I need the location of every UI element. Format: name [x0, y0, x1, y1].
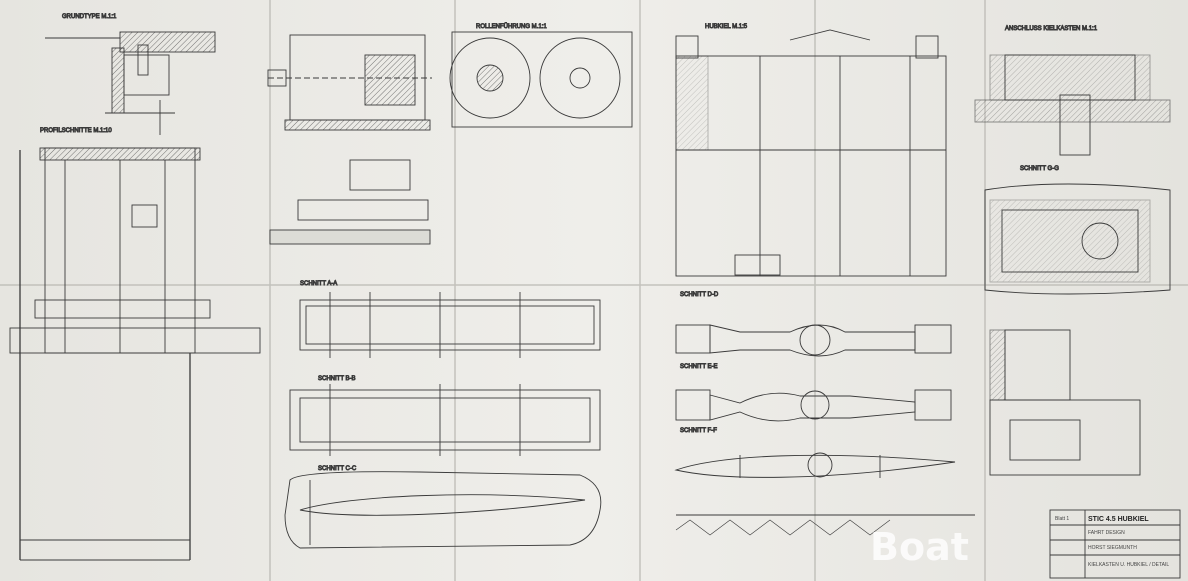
label-section-dd: SCHNITT D-D [680, 292, 719, 298]
section-ff: SCHNITT F-F [674, 428, 956, 478]
keel-case-elevation: PROFILSCHNITTE M.1:10 [9, 128, 261, 561]
dimension-line [675, 514, 975, 536]
section-aa: SCHNITT A-A [299, 281, 601, 358]
label-hubkiel: HUBKIEL M.1:5 [705, 24, 748, 30]
section-bb: SCHNITT B-B [289, 376, 601, 456]
section-ee: SCHNITT E-E [675, 364, 952, 422]
label-section-ff: SCHNITT F-F [680, 428, 717, 434]
label-rollers: ROLLENFÜHRUNG M.1:1 [476, 23, 547, 30]
section-cc: SCHNITT C-C [284, 466, 602, 549]
label-section-cc: SCHNITT C-C [318, 466, 357, 472]
section-dd: SCHNITT D-D [675, 292, 952, 357]
label-profile: PROFILSCHNITTE M.1:10 [40, 128, 112, 134]
section-gg: SCHNITT G-G [984, 166, 1171, 295]
label-section-ee: SCHNITT E-E [680, 364, 718, 370]
engineer-text: HORST SIEGMUNTH [1088, 545, 1137, 551]
watermark-boat: Boat [870, 525, 969, 569]
connection-detail: ANSCHLUSS KIELKASTEN M.1:1 [974, 26, 1171, 156]
label-section-aa: SCHNITT A-A [300, 281, 337, 287]
label-steering: GRUNDTYPE M.1:1 [62, 14, 117, 20]
steering-detail: GRUNDTYPE M.1:1 [45, 14, 216, 135]
bracket-detail [989, 329, 1141, 476]
hubkiel-elevation: HUBKIEL M.1:5 [675, 24, 947, 277]
subtitle-text: KIELKASTEN U. HUBKIEL / DETAIL [1088, 562, 1169, 568]
sheet-text: Blatt 1 [1055, 516, 1069, 522]
small-parts [269, 159, 431, 245]
roller-guide: ROLLENFÜHRUNG M.1:1 [267, 23, 633, 131]
title-text: STIC 4.5 HUBKIEL [1088, 516, 1149, 523]
label-section-bb: SCHNITT B-B [318, 376, 356, 382]
label-connection: ANSCHLUSS KIELKASTEN M.1:1 [1005, 26, 1098, 32]
title-block [1049, 509, 1181, 579]
designer-text: FAHRT DESIGN [1088, 530, 1125, 536]
label-section-gg: SCHNITT G-G [1020, 166, 1059, 172]
